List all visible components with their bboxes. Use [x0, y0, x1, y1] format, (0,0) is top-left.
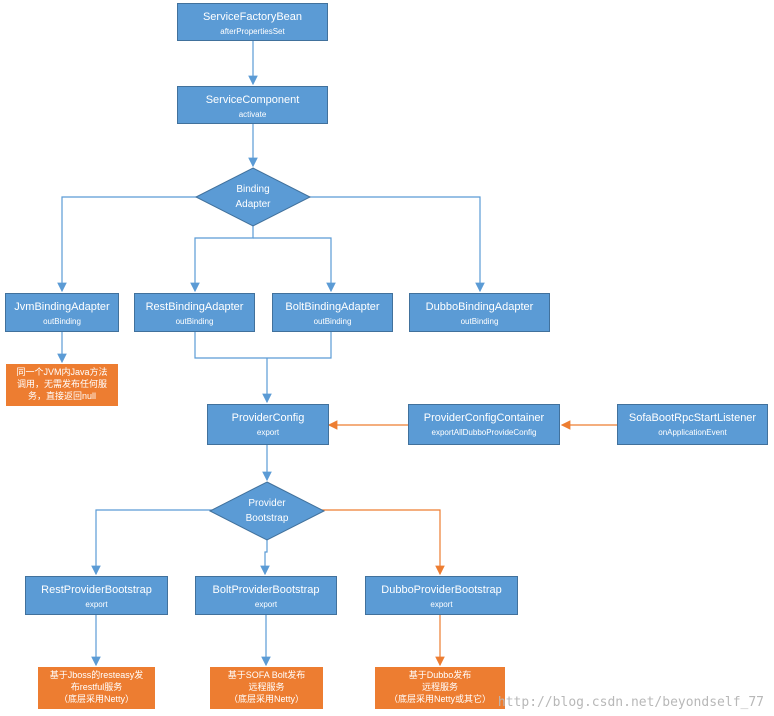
- bolt-binding-adapter-node: BoltBindingAdapter outBinding: [272, 293, 393, 332]
- provider-config-node: ProviderConfig export: [207, 404, 329, 445]
- node-subtitle: export: [85, 600, 108, 609]
- node-title: RestBindingAdapter: [145, 301, 244, 313]
- connector-binding-to-rest-bolt: [190, 226, 254, 293]
- node-title: BoltProviderBootstrap: [212, 584, 320, 596]
- connector-bootstrap-to-dubbo: [322, 509, 445, 576]
- service-factory-bean-node: ServiceFactoryBean afterPropertiesSet: [177, 3, 328, 41]
- node-subtitle: outBinding: [175, 317, 214, 326]
- rest-provider-note: 基于Jboss的resteasy发 布restful服务 （底层采用Netty）: [38, 667, 155, 709]
- service-component-node: ServiceComponent activate: [177, 86, 328, 124]
- node-title: DubboBindingAdapter: [425, 301, 534, 313]
- bolt-provider-bootstrap-node: BoltProviderBootstrap export: [195, 576, 337, 615]
- node-title: ProviderConfig: [231, 412, 305, 424]
- dubbo-provider-bootstrap-node: DubboProviderBootstrap export: [365, 576, 518, 615]
- node-subtitle: export: [256, 428, 280, 437]
- node-subtitle: exportAllDubboProvideConfig: [431, 428, 537, 437]
- provider-bootstrap-label: Provider Bootstrap: [245, 498, 289, 524]
- connector-binding-to-dubbo: [308, 196, 485, 293]
- rest-provider-bootstrap-node: RestProviderBootstrap export: [25, 576, 168, 615]
- bolt-provider-note: 基于SOFA Bolt发布 远程服务 （底层采用Netty）: [210, 667, 323, 709]
- watermark-text: http://blog.csdn.net/beyondself_77: [497, 695, 764, 710]
- node-subtitle: outBinding: [460, 317, 499, 326]
- node-title: ProviderConfigContainer: [423, 412, 545, 424]
- node-title: ServiceFactoryBean: [202, 11, 303, 23]
- node-subtitle: afterPropertiesSet: [220, 27, 285, 36]
- dubbo-binding-adapter-node: DubboBindingAdapter outBinding: [409, 293, 550, 332]
- connector-bootstrap-to-rest: [91, 509, 212, 576]
- binding-adapter-label: Binding Adapter: [235, 184, 271, 210]
- node-subtitle: outBinding: [313, 317, 352, 326]
- node-subtitle: outBinding: [43, 317, 81, 326]
- jvm-binding-note: 同一个JVM内Java方法 调用，无需发布任何服 务，直接返回null: [6, 364, 118, 406]
- provider-bootstrap-diamond: [208, 481, 326, 541]
- connector-bootstrap-to-bolt: [260, 540, 270, 576]
- node-title: BoltBindingAdapter: [285, 301, 380, 313]
- node-subtitle: onApplicationEvent: [658, 428, 727, 437]
- node-subtitle: export: [254, 600, 278, 609]
- connector-binding-to-jvm: [57, 196, 198, 293]
- provider-config-container-node: ProviderConfigContainer exportAllDubboPr…: [408, 404, 560, 445]
- node-title: SofaBootRpcStartListener: [628, 412, 757, 424]
- node-title: ServiceComponent: [205, 94, 300, 106]
- connector-binding-to-bolt: [253, 237, 336, 293]
- dubbo-provider-note: 基于Dubbo发布 远程服务 （底层采用Netty或其它）: [375, 667, 505, 709]
- rest-binding-adapter-node: RestBindingAdapter outBinding: [134, 293, 255, 332]
- node-title: JvmBindingAdapter: [14, 301, 110, 313]
- binding-adapter-diamond: [194, 167, 312, 227]
- node-title: DubboProviderBootstrap: [381, 584, 502, 596]
- node-title: RestProviderBootstrap: [41, 584, 152, 596]
- connector-rest-bolt-merge: [194, 332, 332, 359]
- node-subtitle: export: [430, 600, 453, 609]
- jvm-binding-adapter-node: JvmBindingAdapter outBinding: [5, 293, 119, 332]
- node-subtitle: activate: [238, 110, 267, 119]
- sofaboot-rpc-start-listener-node: SofaBootRpcStartListener onApplicationEv…: [617, 404, 768, 445]
